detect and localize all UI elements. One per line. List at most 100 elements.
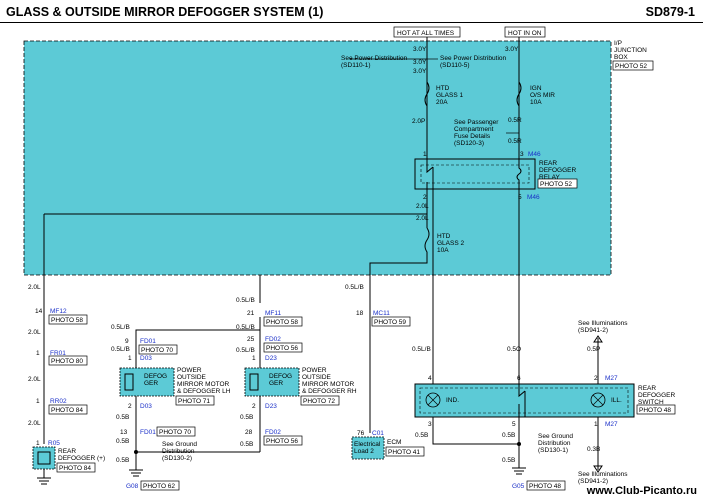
mf11-pin: 21	[247, 310, 255, 317]
rear-defogger-photo: PHOTO 84	[59, 465, 91, 472]
wire-label-05b-f: 0.5B	[415, 432, 428, 439]
junction-box-photo-box	[612, 60, 654, 71]
hot-at-all-times-label: HOT AT ALL TIMES	[397, 30, 455, 37]
fr01-id: FR01	[50, 350, 66, 357]
rear-defogger-symbol	[32, 446, 56, 470]
mc11-photo: PHOTO 59	[374, 319, 406, 326]
wire-label-2l-e: 2.0L	[28, 376, 41, 383]
switch-inner	[419, 387, 629, 414]
c01-pin: 76	[357, 430, 365, 437]
wire-label-05b-e: 0.5B	[240, 441, 253, 448]
wire-label-3y-top: 3.0Y	[413, 46, 427, 53]
wire-label-05r-b: 0.5R	[508, 138, 522, 145]
diagram-header: GLASS & OUTSIDE MIRROR DEFOGGER SYSTEM (…	[0, 0, 703, 24]
wire-label-05b-d: 0.5B	[240, 414, 253, 421]
g05-ground-icon	[512, 444, 526, 475]
g08-photo-box	[140, 480, 180, 491]
rr02-pin: 1	[36, 398, 40, 405]
g05-junction-dot	[517, 442, 521, 446]
relay-photo: PHOTO 52	[540, 181, 572, 188]
ecm-photo-box	[385, 446, 425, 457]
wire-label-2l-c: 2.0L	[28, 284, 41, 291]
fd02a-photo: PHOTO 56	[266, 345, 298, 352]
wire-label-05lb-f: 0.5L/B	[345, 284, 364, 291]
ind-lamp-icon	[425, 392, 441, 408]
d03-id: D03	[140, 355, 152, 362]
mf11-photo: PHOTO 58	[266, 319, 298, 326]
fd01a-photo: PHOTO 70	[141, 347, 173, 354]
mirror-rh-photo: PHOTO 72	[303, 398, 335, 405]
pd1-ref: See Power Distribution(SD110-1)	[341, 55, 407, 69]
g08-id: G08	[126, 483, 139, 490]
fd02b-pin: 28	[245, 429, 253, 436]
fd02a-id: FD02	[265, 336, 281, 343]
wire-label-05b-h: 0.5B	[502, 457, 515, 464]
relay-conn-bot: M46	[527, 194, 540, 201]
ecm-photo: PHOTO 41	[388, 449, 420, 456]
relay-photo-box	[537, 178, 578, 189]
ecm-box	[351, 436, 385, 460]
rr02-photo: PHOTO 84	[51, 407, 83, 414]
rr02-photo-box	[48, 404, 88, 415]
wire-label-05lb-b: 0.5L/B	[236, 324, 255, 331]
fd02a-pin: 25	[247, 336, 255, 343]
rear-defogger-relay	[414, 158, 536, 190]
mirror-lh-photo-box	[175, 395, 215, 406]
relay-pin-1: 1	[423, 151, 427, 158]
switch-pin-4: 4	[428, 375, 432, 382]
relay-conn-top: M46	[528, 151, 541, 158]
wire-mirror-split	[135, 317, 261, 344]
rear-defogger-photo-box	[56, 462, 96, 473]
fr01-photo-box	[48, 355, 88, 366]
fd01a-id: FD01	[140, 338, 156, 345]
wire-label-05lb-c: 0.5L/B	[111, 324, 130, 331]
d23-id: D23	[265, 355, 277, 362]
switch-photo-box	[636, 404, 676, 415]
wire-label-05lb-a: 0.5L/B	[236, 297, 255, 304]
mf12-photo: PHOTO 58	[51, 317, 83, 324]
fr01-pin: 1	[36, 350, 40, 357]
relay-pin-5: 5	[518, 194, 522, 201]
d23b-pin: 2	[252, 403, 256, 410]
wire-label-05b-c: 0.5B	[116, 457, 129, 464]
wire-label-3y-low: 3.0Y	[413, 68, 427, 75]
fuse-ign-symbol	[516, 81, 522, 107]
fd01b-id: FD01	[140, 429, 156, 436]
switch-ind-label: IND.	[446, 397, 459, 404]
c01-id: C01	[372, 430, 384, 437]
ill2-arrow	[593, 417, 603, 473]
switch-pin-5: 5	[512, 421, 516, 428]
mirror-lh-box	[119, 367, 175, 397]
switch-contact	[518, 384, 526, 417]
ill-lamp-icon	[590, 392, 606, 408]
m27b-id: M27	[605, 421, 618, 428]
ecm-name: ECM	[387, 439, 401, 446]
wire-label-05lb-d: 0.5L/B	[111, 346, 130, 353]
d03b-pin: 2	[128, 403, 132, 410]
wire-label-3y-mid: 3.0Y	[413, 59, 427, 66]
fr01-photo: PHOTO 80	[51, 358, 83, 365]
d23b-id: D23	[265, 403, 277, 410]
mirror-rh-box	[244, 367, 300, 397]
mirror-rh-heater-icon	[249, 373, 259, 391]
mc11-photo-box	[371, 316, 411, 327]
rear-defogger-ground-icon	[37, 469, 51, 485]
diagram-title: GLASS & OUTSIDE MIRROR DEFOGGER SYSTEM (…	[6, 5, 324, 19]
g05-id: G05	[512, 483, 525, 490]
fd01b-photo: PHOTO 70	[159, 429, 191, 436]
wire-label-2l-a: 2.0L	[416, 203, 429, 210]
mc11-pin: 18	[356, 310, 364, 317]
wire-2l-bus	[44, 213, 428, 228]
switch-pin-3: 3	[428, 421, 432, 428]
wire-label-05b-a: 0.5B	[116, 414, 129, 421]
ill1-arrow	[593, 335, 603, 384]
